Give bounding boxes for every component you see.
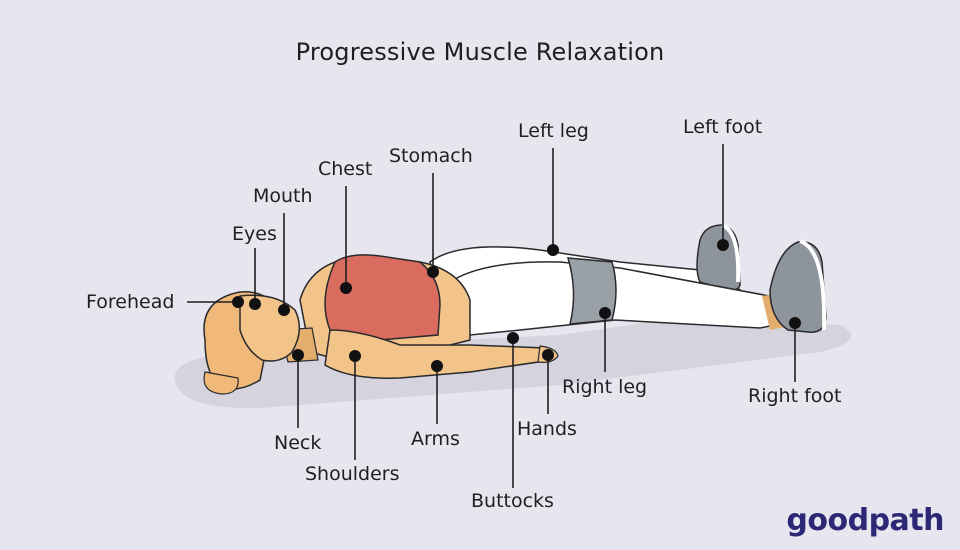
dot-neck bbox=[292, 349, 304, 361]
crop-top bbox=[324, 254, 441, 341]
label-left-leg: Left leg bbox=[518, 120, 589, 142]
label-neck: Neck bbox=[274, 432, 322, 454]
dot-arms bbox=[431, 360, 443, 372]
label-shoulders: Shoulders bbox=[305, 463, 400, 485]
label-mouth: Mouth bbox=[253, 185, 313, 207]
label-eyes: Eyes bbox=[232, 223, 277, 245]
label-arms: Arms bbox=[411, 428, 460, 450]
label-right-foot: Right foot bbox=[748, 385, 842, 407]
dot-mouth bbox=[278, 304, 290, 316]
label-forehead: Forehead bbox=[86, 291, 175, 313]
brand-logo: goodpath bbox=[786, 503, 944, 538]
label-right-leg: Right leg bbox=[562, 376, 648, 398]
dot-left-leg bbox=[547, 244, 559, 256]
label-chest: Chest bbox=[318, 158, 373, 180]
label-left-foot: Left foot bbox=[683, 116, 763, 138]
diagram-title: Progressive Muscle Relaxation bbox=[295, 38, 665, 66]
dot-buttocks bbox=[507, 332, 519, 344]
dot-right-leg bbox=[599, 307, 611, 319]
dot-eyes bbox=[249, 298, 261, 310]
dot-hands bbox=[542, 349, 554, 361]
marker-dots bbox=[232, 239, 801, 372]
label-stomach: Stomach bbox=[389, 145, 473, 167]
hair-bun bbox=[203, 371, 239, 395]
dot-forehead bbox=[232, 296, 244, 308]
left-shoe bbox=[696, 224, 741, 292]
dot-shoulders bbox=[349, 350, 361, 362]
dot-stomach bbox=[427, 266, 439, 278]
dot-left-foot bbox=[717, 239, 729, 251]
label-hands: Hands bbox=[517, 418, 577, 440]
leader-lines bbox=[187, 144, 796, 488]
label-buttocks: Buttocks bbox=[471, 490, 554, 512]
dot-right-foot bbox=[789, 317, 801, 329]
dot-chest bbox=[340, 282, 352, 294]
